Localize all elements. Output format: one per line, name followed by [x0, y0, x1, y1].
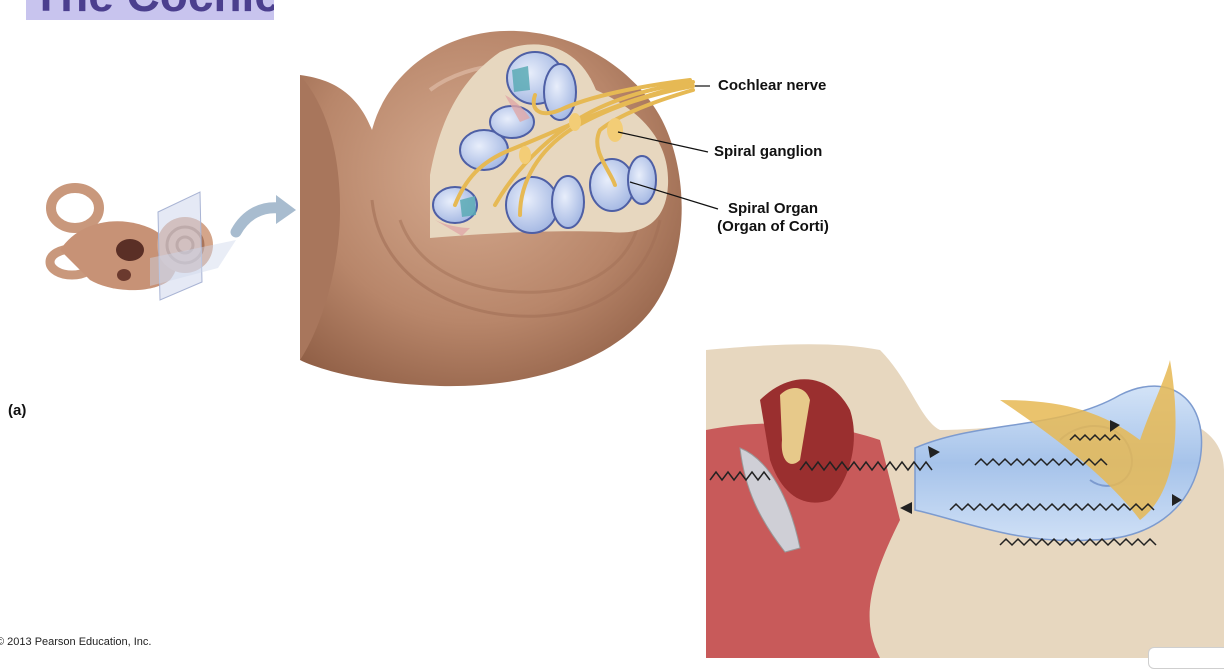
cochlea-cross-section [300, 30, 695, 387]
leader-lines [617, 85, 719, 210]
curved-arrow-icon [230, 195, 296, 238]
sound-wave-diagram [706, 342, 1224, 658]
page-title: The Cochlea [32, 0, 274, 20]
spiral-organ-label-line1: Spiral Organ [727, 200, 819, 217]
copyright-notice: © 2013 Pearson Education, Inc. [0, 636, 152, 648]
spiral-ganglion-label: Spiral ganglion [714, 143, 823, 160]
cochlear-nerve-label: Cochlear nerve [718, 77, 827, 94]
spiral-organ-label: Spiral Organ (Organ of Corti) [714, 200, 832, 236]
spiral-organ-label-line2: (Organ of Corti) [717, 218, 829, 235]
inner-ear-overview [45, 183, 236, 301]
panel-label: (a) [8, 402, 27, 419]
corner-frame [1148, 647, 1224, 669]
title-banner: The Cochlea [26, 0, 274, 20]
